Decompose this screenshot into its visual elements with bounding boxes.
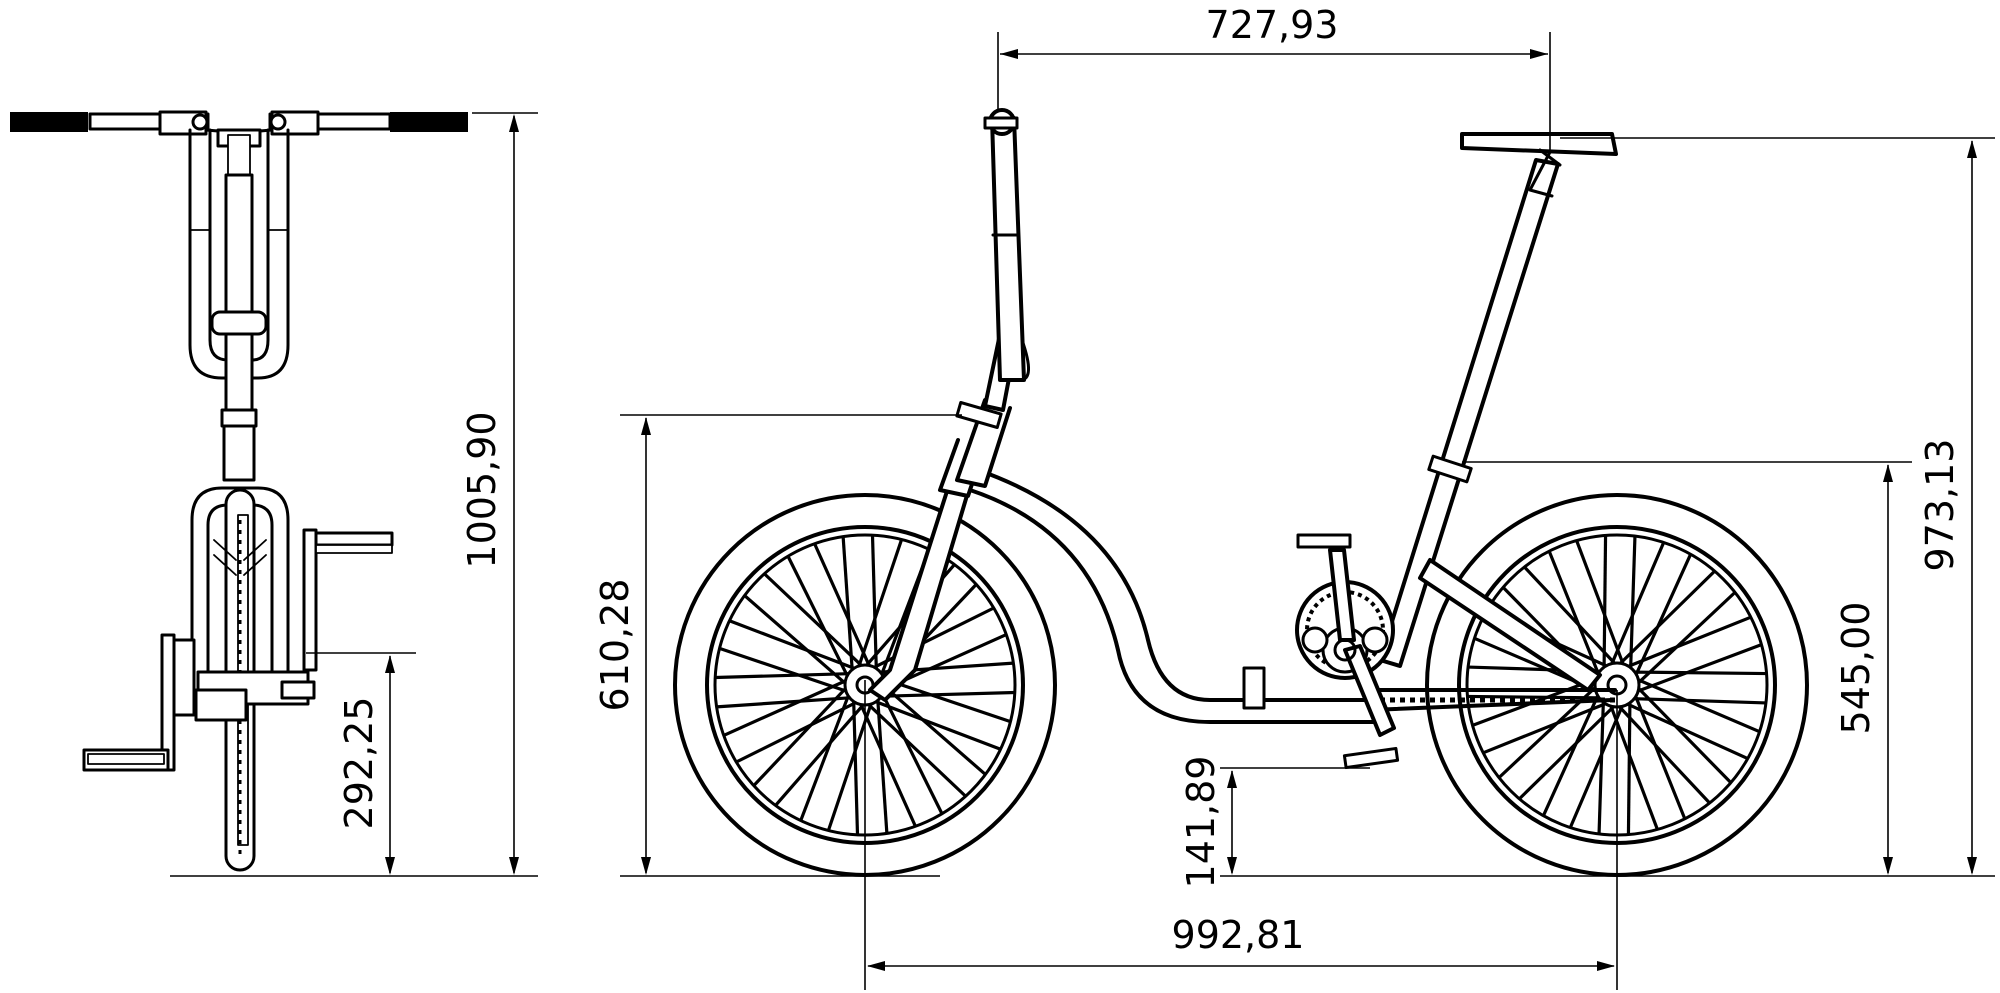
- spoke: [883, 685, 987, 776]
- rear-stays: [1368, 558, 1618, 712]
- dimension-wheelbase-label: 992,81: [1172, 913, 1305, 957]
- spoke: [1634, 697, 1766, 705]
- front-view: [10, 110, 468, 872]
- spoke: [735, 701, 857, 764]
- spoke: [1626, 702, 1632, 835]
- front-fork-and-stem: [868, 108, 1030, 702]
- spoke: [859, 703, 917, 827]
- spoke: [1575, 539, 1625, 665]
- spoke: [1637, 591, 1737, 684]
- spoke: [826, 703, 873, 831]
- dimension-pedal-height-label: 141,89: [1179, 756, 1223, 889]
- spoke: [719, 646, 847, 693]
- spoke: [723, 679, 847, 737]
- spoke: [1637, 687, 1732, 784]
- front-view-handlebar: [10, 110, 468, 148]
- spoke: [743, 594, 847, 685]
- dimension-seat-height: 973,13: [1560, 137, 1995, 875]
- front-view-stem: [188, 128, 290, 482]
- spoke: [1568, 705, 1624, 829]
- spoke: [1629, 536, 1637, 668]
- rear-wheel: [1425, 493, 1809, 877]
- spoke: [1627, 615, 1752, 668]
- spoke: [1637, 678, 1761, 734]
- spoke: [870, 535, 878, 669]
- spoke: [1597, 702, 1605, 834]
- spoke: [1634, 553, 1693, 675]
- spoke: [1523, 565, 1616, 665]
- main-frame-tube: [968, 468, 1382, 724]
- spoke: [1541, 695, 1600, 817]
- spoke: [1518, 705, 1615, 800]
- dimension-top-width: 727,93: [997, 3, 1551, 150]
- dimension-crank-height-label: 292,25: [337, 697, 381, 830]
- dimension-top-width-label: 727,93: [1206, 3, 1339, 47]
- spoke: [752, 687, 847, 787]
- front-wheel-spokes: [715, 535, 1015, 835]
- spoke: [875, 700, 1002, 751]
- seat-tube-and-saddle: [1378, 132, 1618, 668]
- dimension-pedal-height: 141,89: [1179, 756, 1995, 889]
- spoke: [857, 539, 904, 667]
- front-view-crankset: [82, 528, 394, 772]
- spoke: [1547, 550, 1600, 675]
- spoke: [1610, 541, 1666, 665]
- spoke: [881, 693, 944, 815]
- spoke: [774, 703, 865, 807]
- spoke: [881, 690, 1015, 698]
- spoke: [1637, 643, 1763, 693]
- spoke: [1602, 535, 1608, 668]
- dimension-rear-frame-height-label: 545,00: [1834, 602, 1878, 735]
- spoke: [876, 700, 889, 834]
- side-view-crankset: [1295, 533, 1400, 770]
- spoke: [841, 536, 854, 670]
- dimension-crank-height: 292,25: [306, 652, 416, 875]
- spoke: [1482, 702, 1607, 755]
- spoke: [728, 619, 855, 670]
- spoke: [852, 701, 860, 835]
- dimension-wheelbase: 992,81: [864, 680, 1618, 990]
- spoke: [1618, 705, 1711, 805]
- spoke: [1609, 705, 1659, 831]
- spoke: [786, 555, 849, 677]
- dimension-front-height: 610,28: [593, 414, 962, 877]
- spoke: [1627, 702, 1749, 761]
- dimension-seat-height-label: 973,13: [1918, 439, 1962, 572]
- dimension-overall-height-label: 1005,90: [460, 411, 504, 568]
- dimension-rear-frame-height: 545,00: [1462, 461, 1912, 875]
- spoke: [867, 703, 967, 798]
- spoke: [715, 672, 849, 680]
- dimension-front-height-label: 610,28: [593, 579, 637, 712]
- dimension-overall-height: 1005,90: [170, 112, 538, 877]
- spoke: [813, 543, 871, 667]
- spoke: [716, 696, 850, 709]
- spoke: [1634, 695, 1687, 820]
- spoke: [1619, 570, 1716, 665]
- spoke: [763, 572, 863, 667]
- spoke: [1467, 694, 1600, 700]
- spoke: [799, 695, 850, 822]
- side-view: [673, 108, 1809, 877]
- spoke: [1634, 670, 1767, 676]
- spoke: [883, 677, 1011, 724]
